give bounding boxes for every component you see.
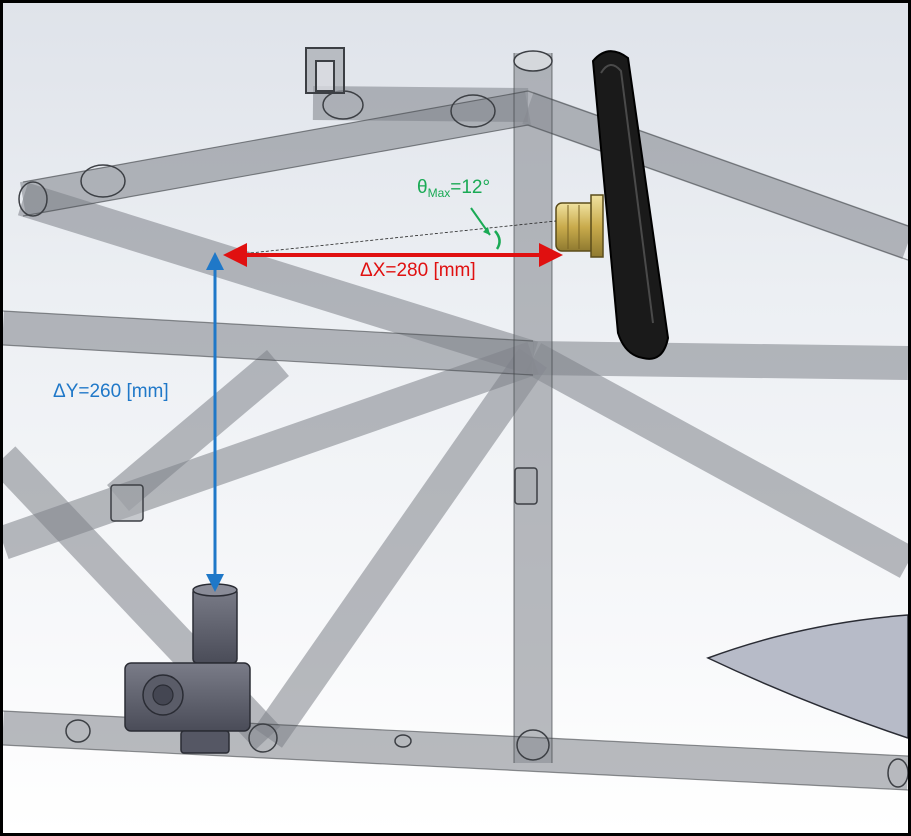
- tube-node-bottom: [254, 348, 547, 748]
- frame-drawing: [3, 47, 908, 791]
- theta-arc: [494, 230, 501, 250]
- tube-top-left: [19, 91, 532, 216]
- tube-diag-upper: [17, 182, 539, 375]
- delta-y-label: ΔY=260 [mm]: [53, 381, 169, 402]
- tube-mid-right: [532, 341, 908, 380]
- delta-x-label: ΔX=280 [mm]: [360, 260, 476, 281]
- tube-diag-lower: [3, 341, 539, 560]
- post-clips: [110, 467, 538, 522]
- tube-bottom-rail: [3, 711, 908, 790]
- post-top-end: [513, 50, 553, 72]
- steering-gearbox: [124, 583, 251, 754]
- steering-wheel: [591, 50, 670, 360]
- floor-panel: [706, 614, 908, 739]
- tube-ends: [18, 50, 908, 788]
- top-bracket: [305, 47, 345, 94]
- angle-reference-line: [230, 220, 557, 256]
- steering-hub: [555, 194, 604, 258]
- tube-top-short: [312, 86, 529, 122]
- tube-top-right: [522, 91, 908, 260]
- tube-diag-right: [524, 343, 908, 578]
- theta-max-label: θMax=12°: [417, 177, 491, 200]
- tube-cross: [107, 350, 289, 511]
- tube-mid-left: [3, 311, 534, 375]
- frame-tubes: [3, 53, 908, 791]
